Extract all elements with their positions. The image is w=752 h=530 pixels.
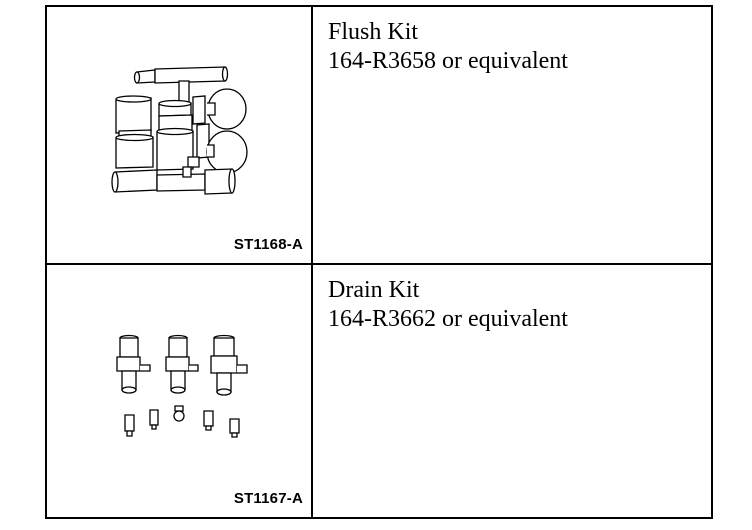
description-cell: Flush Kit 164-R3658 or equivalent	[313, 7, 711, 263]
illustration-cell: ST1167-A	[47, 265, 313, 517]
drain-kit-fittings-icon	[116, 334, 248, 438]
special-tools-table: ST1168-A Flush Kit 164-R3658 or equivale…	[45, 5, 713, 519]
kit-name: Flush Kit	[328, 19, 419, 45]
table-row: ST1168-A Flush Kit 164-R3658 or equivale…	[47, 7, 711, 265]
illustration-cell: ST1168-A	[47, 7, 313, 263]
part-number: 164-R3662 or equivalent	[328, 306, 568, 332]
part-number: 164-R3658 or equivalent	[328, 48, 568, 74]
figure-code: ST1168-A	[233, 236, 303, 253]
description-cell: Drain Kit 164-R3662 or equivalent	[313, 265, 711, 517]
flush-kit-fittings-icon	[111, 66, 248, 195]
kit-name: Drain Kit	[328, 277, 420, 303]
figure-code: ST1167-A	[233, 490, 303, 507]
table-row: ST1167-A Drain Kit 164-R3662 or equivale…	[47, 265, 711, 517]
